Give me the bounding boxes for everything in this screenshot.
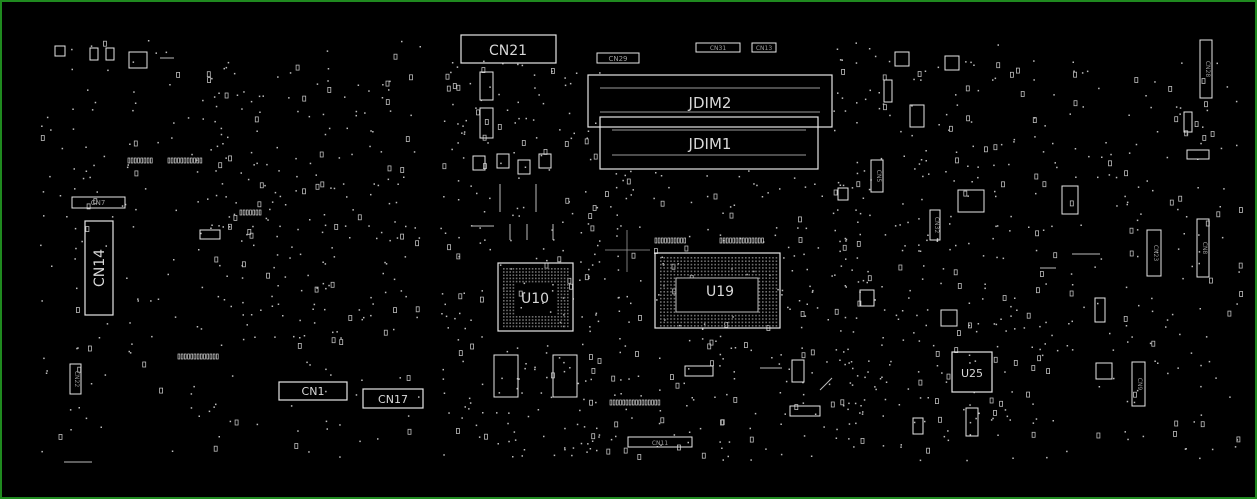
cn11-label: CN11 <box>652 440 668 447</box>
jdim1-label: JDIM1 <box>688 135 732 153</box>
cn21-label: CN21 <box>489 43 527 59</box>
cn23-label: CN23 <box>1152 245 1159 261</box>
connector-cn9[interactable]: CN9 <box>1131 361 1146 407</box>
scattered-components <box>40 40 1243 462</box>
cn13-label: CN13 <box>756 45 772 52</box>
u10-ball-grid <box>503 268 569 328</box>
cn32-label: CN32 <box>933 217 940 233</box>
cn1-label: CN1 <box>302 385 325 398</box>
u10-label: U10 <box>521 291 549 307</box>
chip-u10[interactable]: U10 <box>497 262 574 332</box>
dimm-slot-jdim2[interactable]: JDIM2 <box>587 74 833 128</box>
connector-cn1[interactable]: CN1 <box>278 381 348 401</box>
component-outlines <box>54 45 1210 437</box>
dimm-slot-jdim1[interactable]: JDIM1 <box>599 116 819 170</box>
trace-lines <box>64 57 1100 463</box>
cn9-label: CN9 <box>1136 378 1143 391</box>
connector-cn11[interactable]: CN11 <box>627 436 693 448</box>
connector-cn5[interactable]: CN5 <box>870 159 884 193</box>
cn7-label: CN7 <box>91 199 106 207</box>
jdim2-label: JDIM2 <box>688 94 732 112</box>
chip-u19[interactable]: U19 <box>654 252 781 329</box>
connector-cn13[interactable]: CN13 <box>751 42 777 53</box>
connector-cn28[interactable]: CN28 <box>1199 39 1213 99</box>
connector-cn22[interactable]: CN22 <box>69 363 82 395</box>
u19-label: U19 <box>706 284 734 300</box>
connector-cn14[interactable]: CN14 <box>84 220 114 316</box>
chip-u25[interactable]: U25 <box>951 351 993 393</box>
connector-cn17[interactable]: CN17 <box>362 388 424 409</box>
cn8-label: CN8 <box>1201 242 1208 255</box>
connector-cn31[interactable]: CN31 <box>695 42 741 53</box>
cn17-label: CN17 <box>378 393 408 406</box>
connector-cn8[interactable]: CN8 <box>1196 218 1210 278</box>
cn28-label: CN28 <box>1204 61 1211 77</box>
cn14-label: CN14 <box>92 249 108 287</box>
cn22-label: CN22 <box>73 371 80 387</box>
connector-cn23[interactable]: CN23 <box>1146 229 1162 277</box>
u25-label: U25 <box>961 367 983 380</box>
cn29-label: CN29 <box>608 55 627 63</box>
connector-cn7[interactable]: CN7 <box>71 196 126 209</box>
cn5-label: CN5 <box>875 170 882 183</box>
connector-cn29[interactable]: CN29 <box>596 52 640 64</box>
connector-cn21[interactable]: CN21 <box>460 34 557 64</box>
cn31-label: CN31 <box>710 45 726 52</box>
connector-cn32[interactable]: CN32 <box>929 209 941 241</box>
